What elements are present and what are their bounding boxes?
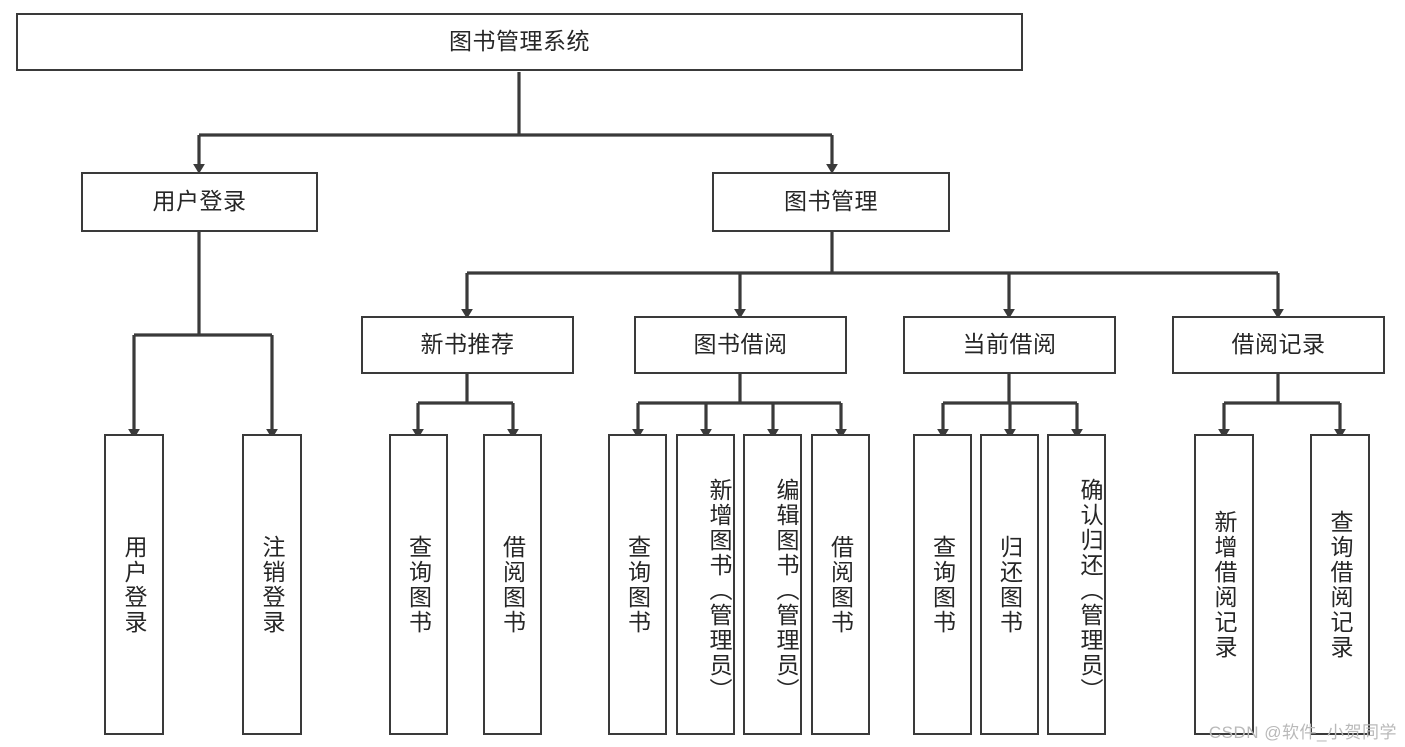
- leaf-query-book-1[interactable]: 查询图书: [389, 434, 448, 735]
- node-current-borrow[interactable]: 当前借阅: [903, 316, 1116, 374]
- leaf-add-book[interactable]: 新增图书（管理员）: [676, 434, 735, 735]
- leaf-query-record-label: 查询借阅记录: [1327, 509, 1354, 660]
- leaf-query-book-2-label: 查询图书: [624, 534, 651, 635]
- leaf-edit-book-label: 编辑图书（管理员）: [773, 478, 799, 703]
- leaf-add-book-label: 新增图书（管理员）: [706, 478, 732, 703]
- node-borrow-record-label: 借阅记录: [1231, 331, 1326, 358]
- leaf-query-book-2[interactable]: 查询图书: [608, 434, 667, 735]
- leaf-query-book-3[interactable]: 查询图书: [913, 434, 972, 735]
- leaf-edit-book[interactable]: 编辑图书（管理员）: [743, 434, 802, 735]
- node-user-login-label: 用户登录: [152, 188, 247, 215]
- node-user-login[interactable]: 用户登录: [81, 172, 318, 232]
- node-book-manage-label: 图书管理: [784, 188, 878, 215]
- leaf-return-book[interactable]: 归还图书: [980, 434, 1039, 735]
- node-book-borrow-label: 图书借阅: [693, 331, 788, 358]
- node-new-book-rec[interactable]: 新书推荐: [361, 316, 574, 374]
- leaf-user-login[interactable]: 用户登录: [104, 434, 164, 735]
- watermark-text: CSDN @软件_小贺同学: [1208, 723, 1397, 742]
- leaf-user-login-label: 用户登录: [121, 534, 148, 635]
- leaf-confirm-return-label: 确认归还（管理员）: [1077, 478, 1103, 703]
- leaf-query-record[interactable]: 查询借阅记录: [1310, 434, 1370, 735]
- leaf-logout[interactable]: 注销登录: [242, 434, 302, 735]
- leaf-borrow-book-2[interactable]: 借阅图书: [811, 434, 870, 735]
- leaf-query-book-3-label: 查询图书: [929, 534, 956, 635]
- leaf-borrow-book-1[interactable]: 借阅图书: [483, 434, 542, 735]
- node-current-borrow-label: 当前借阅: [962, 331, 1057, 358]
- node-book-manage[interactable]: 图书管理: [712, 172, 950, 232]
- node-root[interactable]: 图书管理系统: [16, 13, 1023, 71]
- leaf-borrow-book-1-label: 借阅图书: [499, 534, 526, 635]
- leaf-borrow-book-2-label: 借阅图书: [827, 534, 854, 635]
- leaf-logout-label: 注销登录: [259, 534, 286, 635]
- leaf-query-book-1-label: 查询图书: [405, 534, 432, 635]
- node-new-book-rec-label: 新书推荐: [420, 331, 515, 358]
- node-book-borrow[interactable]: 图书借阅: [634, 316, 847, 374]
- node-borrow-record[interactable]: 借阅记录: [1172, 316, 1385, 374]
- leaf-return-book-label: 归还图书: [996, 534, 1023, 635]
- leaf-add-record[interactable]: 新增借阅记录: [1194, 434, 1254, 735]
- leaf-add-record-label: 新增借阅记录: [1211, 509, 1238, 660]
- node-root-label: 图书管理系统: [449, 28, 590, 55]
- leaf-confirm-return[interactable]: 确认归还（管理员）: [1047, 434, 1106, 735]
